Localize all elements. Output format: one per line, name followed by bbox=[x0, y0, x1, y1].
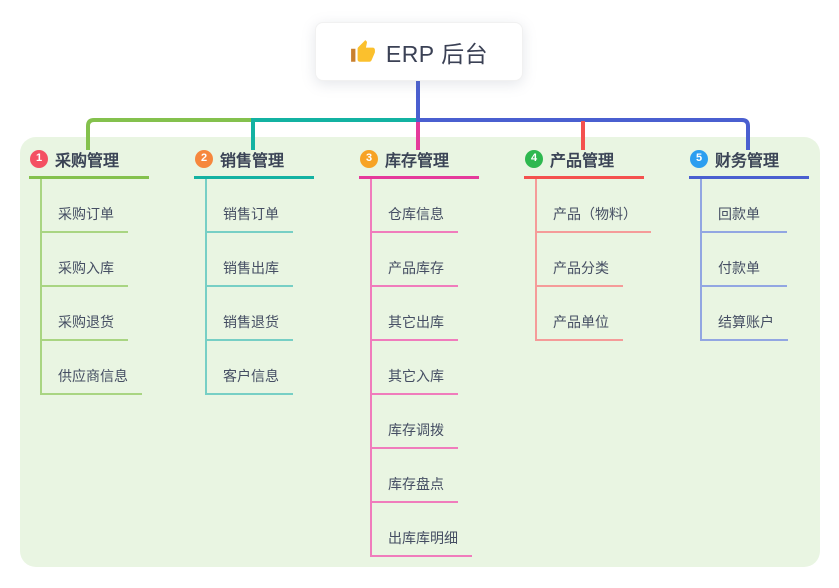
branch-items: 回款单付款单结算账户 bbox=[700, 179, 788, 341]
branch-header[interactable]: 2 销售管理 bbox=[194, 148, 314, 179]
branch-item-row: 销售订单 bbox=[205, 179, 293, 233]
branch-title: 库存管理 bbox=[385, 152, 450, 170]
leaf-node[interactable]: 付款单 bbox=[700, 258, 787, 287]
tree-connector-line bbox=[535, 179, 537, 341]
branch-item-row: 采购退货 bbox=[40, 287, 142, 341]
branch-number-badge: 2 bbox=[195, 149, 213, 168]
branch-item-row: 出库库明细 bbox=[370, 503, 472, 557]
branch-item-row: 结算账户 bbox=[700, 287, 788, 341]
leaf-node[interactable]: 产品（物料） bbox=[535, 204, 651, 233]
leaf-node[interactable]: 产品分类 bbox=[535, 258, 623, 287]
tree-connector-line bbox=[700, 179, 702, 341]
branch-item-row: 供应商信息 bbox=[40, 341, 142, 395]
branch-item-row: 其它出库 bbox=[370, 287, 472, 341]
branch-item-row: 客户信息 bbox=[205, 341, 293, 395]
branch-column: 1 采购管理采购订单采购入库采购退货供应商信息 bbox=[29, 148, 199, 395]
leaf-node[interactable]: 销售出库 bbox=[205, 258, 293, 287]
branch-item-row: 销售出库 bbox=[205, 233, 293, 287]
leaf-node[interactable]: 销售订单 bbox=[205, 204, 293, 233]
branch-items: 产品（物料） 产品分类产品单位 bbox=[535, 179, 651, 341]
leaf-node[interactable]: 仓库信息 bbox=[370, 204, 458, 233]
branch-items: 采购订单采购入库采购退货供应商信息 bbox=[40, 179, 142, 395]
leaf-node[interactable]: 回款单 bbox=[700, 204, 787, 233]
branch-items: 仓库信息产品库存其它出库其它入库库存调拨库存盘点出库库明细 bbox=[370, 179, 472, 557]
branch-header[interactable]: 1 采购管理 bbox=[29, 148, 149, 179]
leaf-node[interactable]: 采购退货 bbox=[40, 312, 128, 341]
root-title: ERP 后台 bbox=[385, 40, 489, 67]
branch-item-row: 仓库信息 bbox=[370, 179, 472, 233]
branch-number-badge: 3 bbox=[360, 149, 378, 168]
branch-number-badge: 4 bbox=[525, 149, 543, 168]
branch-column: 4 产品管理产品（物料） 产品分类产品单位 bbox=[524, 148, 694, 341]
tree-connector-line bbox=[370, 179, 372, 557]
thumb-cuff-shape bbox=[350, 48, 356, 62]
thumb-hand-shape bbox=[357, 39, 375, 62]
branch-item-row: 产品库存 bbox=[370, 233, 472, 287]
leaf-node[interactable]: 采购订单 bbox=[40, 204, 128, 233]
thumbs-up-icon bbox=[350, 39, 376, 65]
branch-item-row: 产品（物料） bbox=[535, 179, 651, 233]
branch-item-row: 销售退货 bbox=[205, 287, 293, 341]
leaf-node[interactable]: 其它出库 bbox=[370, 312, 458, 341]
branch-item-row: 库存盘点 bbox=[370, 449, 472, 503]
leaf-node[interactable]: 结算账户 bbox=[700, 312, 788, 341]
branch-item-row: 采购订单 bbox=[40, 179, 142, 233]
branch-column: 5 财务管理回款单付款单结算账户 bbox=[689, 148, 839, 341]
leaf-node[interactable]: 产品单位 bbox=[535, 312, 623, 341]
branch-title: 采购管理 bbox=[55, 152, 120, 170]
branches-panel bbox=[20, 137, 820, 567]
branch-item-row: 其它入库 bbox=[370, 341, 472, 395]
branch-item-row: 库存调拨 bbox=[370, 395, 472, 449]
branch-item-row: 采购入库 bbox=[40, 233, 142, 287]
root-node[interactable]: ERP 后台 bbox=[315, 22, 523, 81]
leaf-node[interactable]: 产品库存 bbox=[370, 258, 458, 287]
branch-item-row: 付款单 bbox=[700, 233, 788, 287]
leaf-node[interactable]: 供应商信息 bbox=[40, 366, 142, 395]
branch-item-row: 回款单 bbox=[700, 179, 788, 233]
branch-column: 2 销售管理销售订单销售出库销售退货客户信息 bbox=[194, 148, 364, 395]
leaf-node[interactable]: 库存盘点 bbox=[370, 474, 458, 503]
branch-title: 财务管理 bbox=[715, 152, 780, 170]
branch-item-row: 产品分类 bbox=[535, 233, 651, 287]
branch-header[interactable]: 4 产品管理 bbox=[524, 148, 644, 179]
tree-connector-line bbox=[205, 179, 207, 395]
leaf-node[interactable]: 客户信息 bbox=[205, 366, 293, 395]
branch-item-row: 产品单位 bbox=[535, 287, 651, 341]
branch-number-badge: 1 bbox=[30, 149, 48, 168]
branch-column: 3 库存管理仓库信息产品库存其它出库其它入库库存调拨库存盘点出库库明细 bbox=[359, 148, 529, 557]
tree-connector-line bbox=[40, 179, 42, 395]
branch-title: 销售管理 bbox=[220, 152, 285, 170]
leaf-node[interactable]: 出库库明细 bbox=[370, 528, 472, 557]
branch-number-badge: 5 bbox=[690, 149, 708, 168]
leaf-node[interactable]: 其它入库 bbox=[370, 366, 458, 395]
branch-title: 产品管理 bbox=[550, 152, 615, 170]
leaf-node[interactable]: 采购入库 bbox=[40, 258, 128, 287]
leaf-node[interactable]: 库存调拨 bbox=[370, 420, 458, 449]
branch-header[interactable]: 5 财务管理 bbox=[689, 148, 809, 179]
branch-header[interactable]: 3 库存管理 bbox=[359, 148, 479, 179]
leaf-node[interactable]: 销售退货 bbox=[205, 312, 293, 341]
branch-items: 销售订单销售出库销售退货客户信息 bbox=[205, 179, 293, 395]
